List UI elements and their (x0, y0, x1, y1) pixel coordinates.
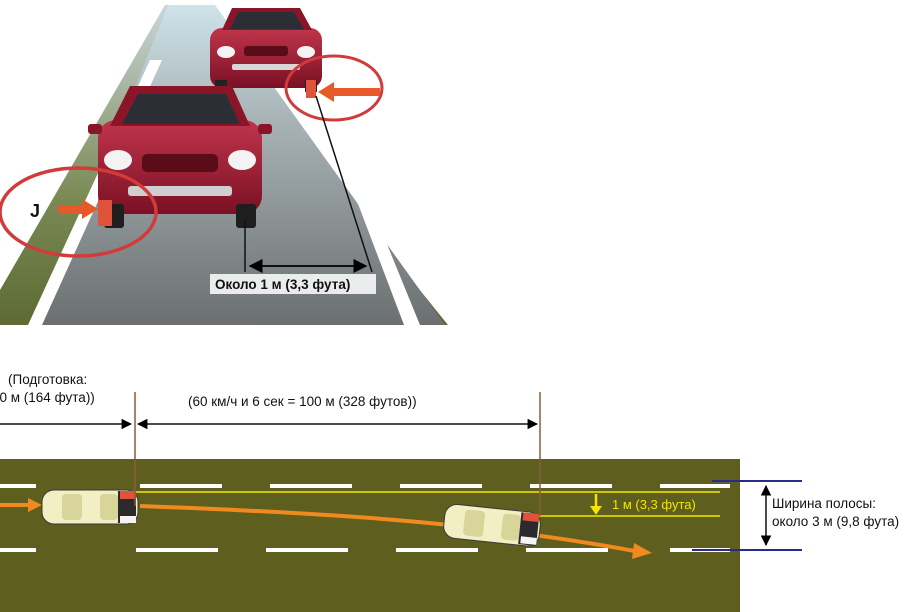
prep-label-line1: (Подготовка: (8, 372, 87, 387)
lane-dashes-upper (0, 484, 730, 488)
guide-line-far (315, 95, 373, 273)
pointer-arrow-near (58, 199, 98, 219)
trajectory-arrowhead (632, 543, 652, 559)
lane-diagram: (Подготовка: 50 м (164 фута)) (60 км/ч и… (0, 372, 899, 612)
prep-label-line2: 50 м (164 фута)) (0, 390, 95, 405)
lane-width-line2: около 3 м (9,8 фута) (772, 514, 899, 529)
lane-dash-1 (322, 110, 348, 150)
diagram-road (0, 459, 740, 612)
vehicle-end-marker (522, 512, 540, 523)
highlight-circle-near (0, 166, 158, 258)
near-car (88, 86, 272, 228)
offset-arrowhead (590, 506, 602, 515)
incoming-arrowhead (28, 498, 42, 512)
pointer-arrow-far (318, 82, 380, 102)
trajectory-curve (139, 504, 641, 554)
vehicle-start (41, 489, 139, 525)
highlight-circle-far (284, 54, 384, 122)
vehicle-end (443, 503, 541, 547)
vehicle-start-marker (120, 491, 136, 499)
front-marker-far (306, 80, 316, 98)
distance-label: Около 1 м (3,3 фута) (215, 277, 350, 292)
distance-label-bg (210, 274, 376, 294)
marker-letter: J (30, 201, 40, 221)
offset-label: 1 м (3,3 фута) (612, 497, 696, 512)
lane-width-line1: Ширина полосы: (772, 496, 876, 511)
road-photo: J Около 1 м (3,3 фута) (0, 5, 448, 325)
travel-label: (60 км/ч и 6 сек = 100 м (328 футов)) (188, 394, 417, 409)
lane-line-right (352, 188, 420, 325)
front-marker-near (98, 200, 112, 226)
far-car (210, 8, 322, 92)
